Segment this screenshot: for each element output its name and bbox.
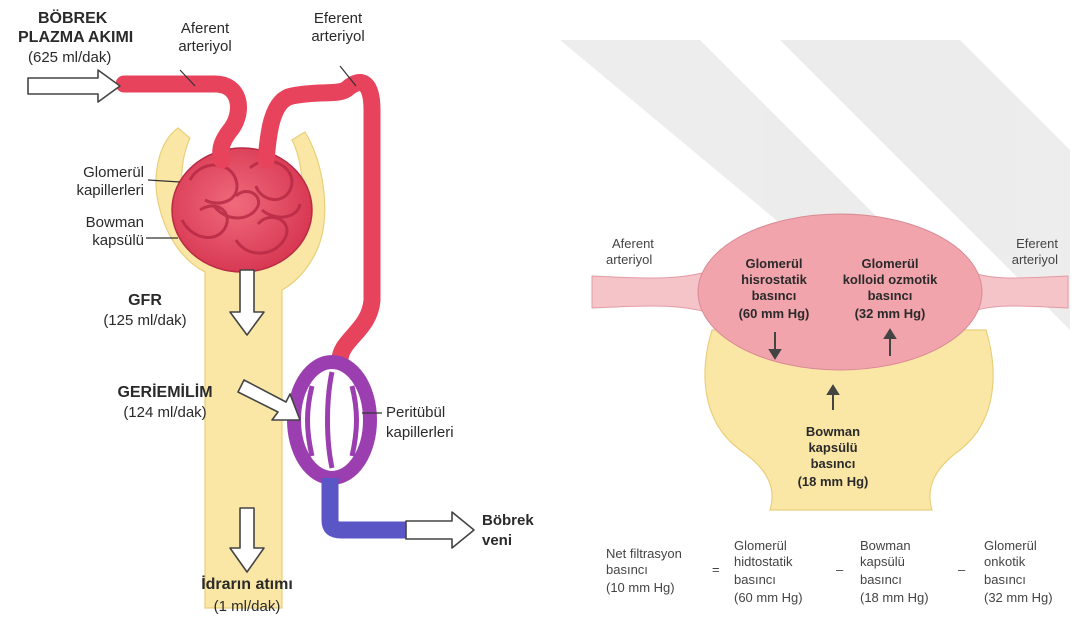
eq-equals: = bbox=[712, 562, 720, 578]
glomerular-capillaries-label-1: Glomerül bbox=[20, 164, 144, 182]
pressure-efferent-label-1: Eferent bbox=[960, 236, 1058, 252]
pressure-efferent-label-2: arteriyol bbox=[960, 252, 1058, 268]
bowman-pressure-1: Bowman bbox=[783, 424, 883, 440]
eq-hydro-4: (60 mm Hg) bbox=[734, 590, 803, 606]
glomerular-oncotic-2: kolloid ozmotik bbox=[830, 272, 950, 288]
renal-plasma-flow-title-2: PLAZMA AKIMI bbox=[18, 29, 133, 47]
afferent-label-1: Aferent bbox=[165, 20, 245, 38]
eq-bowman-3: basıncı bbox=[860, 572, 902, 588]
peritubular-label-1: Peritübül bbox=[386, 404, 445, 422]
peritubular-loops bbox=[308, 372, 357, 468]
eq-net-3: (10 mm Hg) bbox=[606, 580, 675, 596]
glomerular-hydrostatic-1: Glomerül bbox=[724, 256, 824, 272]
glomerular-oncotic-1: Glomerül bbox=[830, 256, 950, 272]
efferent-label-1: Eferent bbox=[298, 10, 378, 28]
reabsorption-value: (124 ml/dak) bbox=[100, 404, 230, 422]
bowman-pressure-4: (18 mm Hg) bbox=[783, 474, 883, 490]
eq-minus-1: – bbox=[836, 562, 843, 578]
reabsorption-title: GERİEMİLİM bbox=[100, 384, 230, 402]
eq-bowman-1: Bowman bbox=[860, 538, 911, 554]
urine-title: İdrarın atımı bbox=[180, 576, 314, 594]
pressure-afferent-label-1: Aferent bbox=[612, 236, 654, 252]
gfr-title: GFR bbox=[90, 292, 200, 310]
bowman-capsule-label-2: kapsülü bbox=[20, 232, 144, 250]
plasma-flow-arrow bbox=[28, 70, 120, 102]
eq-bowman-4: (18 mm Hg) bbox=[860, 590, 929, 606]
eq-hydro-3: basıncı bbox=[734, 572, 776, 588]
pressure-afferent-label-2: arteriyol bbox=[606, 252, 652, 268]
glomerulus bbox=[172, 148, 312, 272]
efferent-label-2: arteriyol bbox=[298, 28, 378, 46]
gfr-value: (125 ml/dak) bbox=[90, 312, 200, 330]
glomerular-hydrostatic-2: hisrostatik bbox=[724, 272, 824, 288]
glomerular-oncotic-4: (32 mm Hg) bbox=[830, 306, 950, 322]
glomerular-oncotic-3: basıncı bbox=[830, 288, 950, 304]
renal-vein-label-2: veni bbox=[482, 532, 512, 550]
eq-oncotic-2: onkotik bbox=[984, 554, 1025, 570]
renal-vein-arrow bbox=[406, 512, 474, 548]
eq-net-2: basıncı bbox=[606, 562, 648, 578]
eq-oncotic-3: basıncı bbox=[984, 572, 1026, 588]
afferent-label-2: arteriyol bbox=[165, 38, 245, 56]
eq-bowman-2: kapsülü bbox=[860, 554, 905, 570]
bowman-capsule-label-1: Bowman bbox=[20, 214, 144, 232]
bowman-pressure-2: kapsülü bbox=[783, 440, 883, 456]
renal-plasma-flow-value: (625 ml/dak) bbox=[28, 49, 111, 67]
glomerular-hydrostatic-3: basıncı bbox=[724, 288, 824, 304]
glomerular-capillaries-label-2: kapillerleri bbox=[20, 182, 144, 200]
eq-oncotic-4: (32 mm Hg) bbox=[984, 590, 1053, 606]
eq-oncotic-1: Glomerül bbox=[984, 538, 1037, 554]
eq-hydro-1: Glomerül bbox=[734, 538, 787, 554]
eq-net-1: Net filtrasyon bbox=[606, 546, 682, 562]
renal-vein-label-1: Böbrek bbox=[482, 512, 534, 530]
peritubular-label-2: kapillerleri bbox=[386, 424, 454, 442]
renal-plasma-flow-title-1: BÖBREK bbox=[38, 10, 107, 28]
glomerular-hydrostatic-4: (60 mm Hg) bbox=[724, 306, 824, 322]
urine-value: (1 ml/dak) bbox=[180, 598, 314, 616]
bowman-pressure-3: basıncı bbox=[783, 456, 883, 472]
eq-minus-2: – bbox=[958, 562, 965, 578]
eq-hydro-2: hidtostatik bbox=[734, 554, 793, 570]
